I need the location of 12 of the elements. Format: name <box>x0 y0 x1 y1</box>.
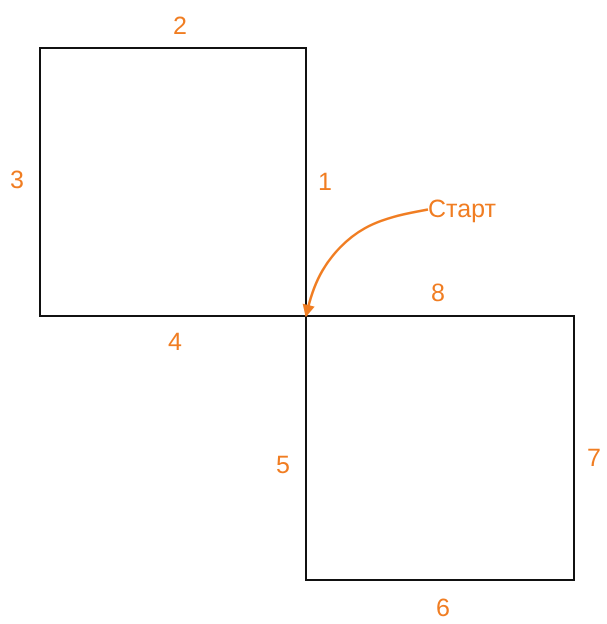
side-number: 2 <box>173 14 187 39</box>
side-number: 1 <box>318 170 332 195</box>
side-number: 4 <box>168 330 182 355</box>
curved-arrow <box>302 208 428 318</box>
side-number: 3 <box>10 168 24 193</box>
square <box>305 315 575 581</box>
side-number: 8 <box>431 281 445 306</box>
square <box>39 47 307 317</box>
side-number: 7 <box>587 446 601 471</box>
side-number: 5 <box>276 453 290 478</box>
start-label: Старт <box>428 197 496 222</box>
side-number: 6 <box>436 596 450 621</box>
